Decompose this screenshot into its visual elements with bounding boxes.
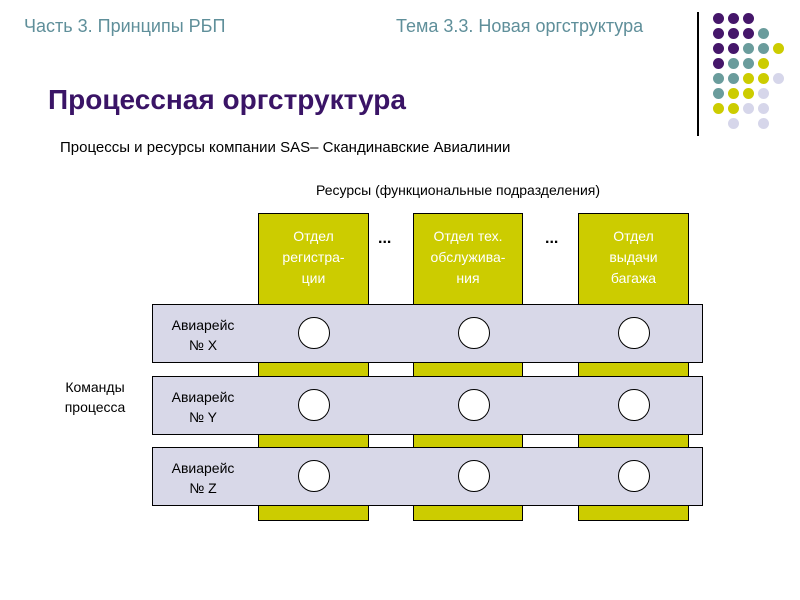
section-header: Часть 3. Принципы РБП xyxy=(24,16,226,36)
ellipsis: ... xyxy=(378,230,392,247)
dept-label: ции xyxy=(301,270,326,286)
topic-header: Тема 3.3. Новая оргструктура xyxy=(396,16,644,36)
decor-dot xyxy=(728,43,739,54)
intersection-circle xyxy=(458,389,490,421)
intersection-circle xyxy=(618,317,650,349)
decor-dot xyxy=(728,28,739,39)
decor-dot xyxy=(773,73,784,84)
decor-dot xyxy=(713,28,724,39)
decor-dot xyxy=(758,43,769,54)
decor-dot xyxy=(758,103,769,114)
dept-label: выдачи xyxy=(609,249,658,265)
dept-label: ния xyxy=(456,270,480,286)
decor-dot xyxy=(713,13,724,24)
dept-label: Отдел xyxy=(613,228,654,244)
decor-dot xyxy=(743,58,754,69)
intersection-circle xyxy=(618,460,650,492)
intersection-circle xyxy=(458,317,490,349)
decor-dot xyxy=(728,73,739,84)
intersection-circle xyxy=(298,317,330,349)
decor-dot xyxy=(758,28,769,39)
dept-label: багажа xyxy=(610,270,657,286)
intersection-circle xyxy=(298,389,330,421)
decor-dot xyxy=(728,88,739,99)
decor-dot xyxy=(728,13,739,24)
resources-label: Ресурсы (функциональные подразделения) xyxy=(316,182,601,198)
decor-dot xyxy=(713,88,724,99)
decor-dot xyxy=(743,103,754,114)
decor-dot xyxy=(743,13,754,24)
decor-dot xyxy=(758,58,769,69)
decor-dot xyxy=(713,58,724,69)
decor-dot xyxy=(758,88,769,99)
decor-dot xyxy=(758,118,769,129)
decor-dot xyxy=(713,73,724,84)
slide-title: Процессная оргструктура xyxy=(48,84,406,115)
dept-label: Отдел тех. xyxy=(433,228,503,244)
decor-dot xyxy=(743,88,754,99)
dept-label: обслужива- xyxy=(430,249,506,265)
dept-label: Отдел xyxy=(293,228,334,244)
decor-dot xyxy=(743,43,754,54)
divider-line xyxy=(697,12,699,136)
decor-dot xyxy=(728,103,739,114)
decor-dot xyxy=(743,73,754,84)
decor-dot xyxy=(758,73,769,84)
intersection-circle xyxy=(298,460,330,492)
dept-label: регистра- xyxy=(282,249,345,265)
slide-subtitle: Процессы и ресурсы компании SAS– Скандин… xyxy=(60,139,511,156)
intersection-circle xyxy=(458,460,490,492)
ellipsis: ... xyxy=(545,230,559,247)
decor-dot xyxy=(713,103,724,114)
decor-dot xyxy=(728,58,739,69)
decor-dot xyxy=(743,28,754,39)
decor-dot xyxy=(728,118,739,129)
decor-dot xyxy=(713,43,724,54)
decor-dot xyxy=(773,43,784,54)
intersection-circle xyxy=(618,389,650,421)
